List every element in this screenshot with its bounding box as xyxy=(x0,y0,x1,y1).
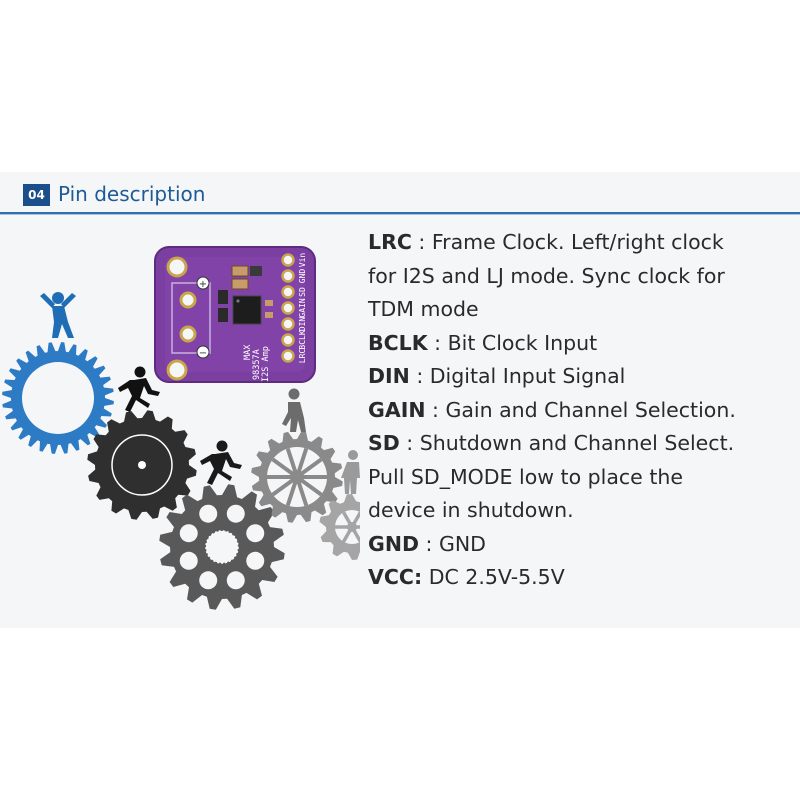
pin-description-line: GAIN : Gain and Channel Selection. xyxy=(368,394,793,428)
person-standing-icon xyxy=(341,450,360,494)
pin-name: DIN xyxy=(368,364,410,388)
header-pin-hole xyxy=(281,317,295,331)
header-pin-hole xyxy=(281,285,295,299)
header-pin-label: GND xyxy=(298,269,307,284)
pin-description-line: TDM mode xyxy=(368,293,793,327)
pin-separator: : xyxy=(409,364,430,388)
pin-description-text: DC 2.5V-5.5V xyxy=(428,565,565,589)
light-grey-gear xyxy=(251,431,343,523)
header-pin-label: GAIN xyxy=(298,298,307,317)
section-number-badge: 04 xyxy=(23,184,50,206)
header-pin-hole xyxy=(281,349,295,363)
large-grey-gear xyxy=(159,484,285,610)
header-pin-label: LRC xyxy=(298,349,307,364)
capacitor xyxy=(231,265,249,277)
pin-description-list: LRC : Frame Clock. Left/right clock for I… xyxy=(368,226,793,595)
pin-description-text: TDM mode xyxy=(368,297,479,321)
pin-separator: : xyxy=(411,230,432,254)
speaker-pad-plus xyxy=(179,291,197,309)
capacitor xyxy=(231,278,249,290)
chip-label-1: MAX xyxy=(243,344,253,360)
pin-separator: : xyxy=(419,531,439,556)
pin-name: VCC: xyxy=(368,565,423,589)
pin-description-text: Shutdown and Channel Select. xyxy=(419,431,735,455)
header-pin-hole xyxy=(281,253,295,267)
pin-description-line: DIN : Digital Input Signal xyxy=(368,360,793,394)
chip-label-3: I2S Amp xyxy=(261,346,271,382)
header-pin-label: SD xyxy=(298,287,307,297)
header-divider xyxy=(0,212,800,214)
header-pin-label: BCLK xyxy=(298,330,307,349)
pin-separator: : xyxy=(427,330,448,355)
pin-description-line: device in shutdown. xyxy=(368,494,793,528)
pin-description-text: Bit Clock Input xyxy=(447,330,598,355)
pin-description-text: Gain and Channel Selection. xyxy=(445,397,736,422)
minus-label: − xyxy=(199,348,207,359)
person-walking-icon xyxy=(282,388,306,432)
plus-label: + xyxy=(199,279,207,290)
pin-description-line: LRC : Frame Clock. Left/right clock xyxy=(368,226,793,260)
blue-gear xyxy=(2,342,114,454)
resistor xyxy=(218,290,228,304)
mount-hole xyxy=(166,256,188,278)
pin-description-line: BCLK : Bit Clock Input xyxy=(368,327,793,361)
pin-name: GND xyxy=(368,531,419,556)
pin-description-line: SD : Shutdown and Channel Select. xyxy=(368,427,793,461)
section-title: Pin description xyxy=(58,182,206,206)
pin-name: GAIN xyxy=(368,397,426,422)
pin-description-text: device in shutdown. xyxy=(368,498,574,522)
header-divider-shadow xyxy=(0,214,800,215)
pin-description-line: VCC: DC 2.5V-5.5V xyxy=(368,561,793,595)
pin-description-line: Pull SD_MODE low to place the xyxy=(368,461,793,495)
header-pin-label: Vin xyxy=(298,253,307,268)
mount-hole xyxy=(166,359,188,381)
capacitor xyxy=(250,266,262,276)
pin-description-text: Digital Input Signal xyxy=(429,364,626,388)
header-pin-label: DIN xyxy=(298,317,307,332)
pin-description-text: Frame Clock. Left/right clock xyxy=(431,230,724,254)
pin-description-line: GND : GND xyxy=(368,528,793,562)
pin-description-text: GND xyxy=(438,531,486,556)
person-jumping-icon xyxy=(40,292,76,338)
pin-separator: : xyxy=(399,431,420,455)
pin-name: LRC xyxy=(368,230,412,254)
header-pin-hole xyxy=(281,333,295,347)
dark-gear xyxy=(87,410,197,520)
person-running-icon xyxy=(118,366,160,412)
pin-separator: : xyxy=(425,397,446,422)
resistor xyxy=(218,308,228,322)
header-pin-hole xyxy=(281,301,295,315)
header-pin-hole xyxy=(281,269,295,283)
speaker-pad-minus xyxy=(179,325,197,343)
pin-name: SD xyxy=(368,431,400,455)
pin-description-text: for I2S and LJ mode. Sync clock for xyxy=(368,263,725,288)
pin-name: BCLK xyxy=(368,330,428,355)
person-running-icon-2 xyxy=(200,440,242,485)
pin-description-line: for I2S and LJ mode. Sync clock for xyxy=(368,260,793,294)
small-grey-gear xyxy=(319,494,360,560)
pin-description-text: Pull SD_MODE low to place the xyxy=(368,464,683,489)
chip-label-2: 98357A xyxy=(252,349,262,380)
